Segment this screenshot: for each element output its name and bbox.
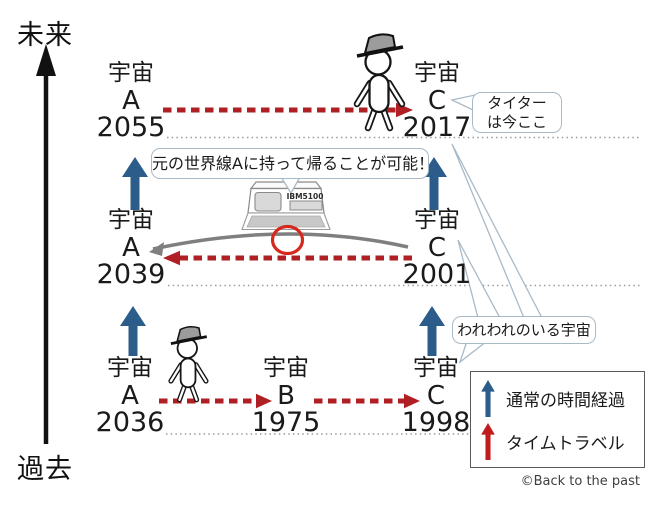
ibm5100-computer-icon	[241, 181, 331, 231]
bring-back-arc-arrowhead	[149, 242, 164, 256]
universe-label: 宇宙	[414, 60, 460, 86]
legend-row-time-travel: タイムトラベル	[481, 420, 644, 463]
timetravel-arrow-1975-to-1998	[314, 393, 420, 409]
time-travel-legend-arrow-icon	[481, 423, 495, 460]
timetravel-arrow-2001-to-2039	[163, 250, 412, 266]
titor-here-callout: タイター は今ここ	[472, 92, 562, 133]
worldline-letter: B	[277, 381, 295, 411]
universe-c-1998: 宇宙 C 1998	[391, 353, 481, 436]
worldline-letter: A	[121, 381, 139, 411]
time-axis-arrowhead	[36, 44, 56, 76]
universe-a-2039: 宇宙 A 2039	[86, 205, 176, 288]
callout-tails	[279, 94, 544, 364]
credit-text: ©Back to the past	[520, 474, 640, 489]
legend-box: 通常の時間経過 タイムトラベル	[470, 371, 645, 468]
normal-time-arrow-a-bottom	[120, 306, 146, 356]
universe-b-1975: 宇宙 B 1975	[241, 353, 331, 436]
axis-label-future: 未来	[17, 20, 73, 51]
worldline-letter: A	[122, 86, 140, 116]
worldline-letter: C	[427, 233, 447, 263]
axis-label-past: 過去	[17, 454, 73, 485]
titor-here-line2: は今ここ	[486, 113, 547, 131]
titor-here-line1: タイター	[487, 94, 547, 112]
universe-label: 宇宙	[108, 207, 154, 233]
legend-row-normal-time: 通常の時間経過	[481, 377, 644, 420]
worldline-letter: C	[426, 381, 446, 411]
worldline-year: 2001	[402, 259, 472, 290]
universe-label: 宇宙	[108, 60, 154, 86]
universe-label: 宇宙	[107, 355, 153, 381]
worldline-letter: A	[122, 233, 140, 263]
our-universe-callout: われわれのいる宇宙	[452, 316, 596, 344]
worldline-letter: C	[427, 86, 447, 116]
universe-label: 宇宙	[263, 355, 309, 381]
legend-normal-time-label: 通常の時間経過	[506, 391, 625, 411]
normal-time-legend-arrow-icon	[481, 380, 495, 417]
worldline-year: 1998	[401, 407, 471, 438]
legend-time-travel-label: タイムトラベル	[506, 434, 625, 454]
normal-time-arrow-a-mid	[122, 157, 148, 210]
universe-c-2017: 宇宙 C 2017	[392, 58, 482, 141]
universe-label: 宇宙	[414, 207, 460, 233]
universe-c-2001: 宇宙 C 2001	[392, 205, 482, 288]
bring-back-arc	[152, 232, 409, 251]
bring-back-callout: 元の世界線Aに持って帰ることが可能！	[151, 148, 434, 179]
universe-label: 宇宙	[413, 355, 459, 381]
universe-a-2036: 宇宙 A 2036	[85, 353, 175, 436]
universe-a-2055: 宇宙 A 2055	[86, 58, 176, 141]
worldline-year: 2017	[402, 112, 472, 143]
normal-time-arrow-c-bottom	[419, 306, 445, 356]
worldline-year: 1975	[251, 407, 321, 438]
highlight-circle	[270, 224, 305, 256]
traveler-person-icon-bottom	[171, 327, 207, 400]
timetravel-arrow-2036-to-1975	[159, 393, 272, 409]
worldline-year: 2039	[96, 259, 166, 290]
worldline-year: 2055	[96, 112, 166, 143]
worldline-year: 2036	[95, 407, 165, 438]
ibm5100-label: IBM5100	[286, 192, 324, 201]
